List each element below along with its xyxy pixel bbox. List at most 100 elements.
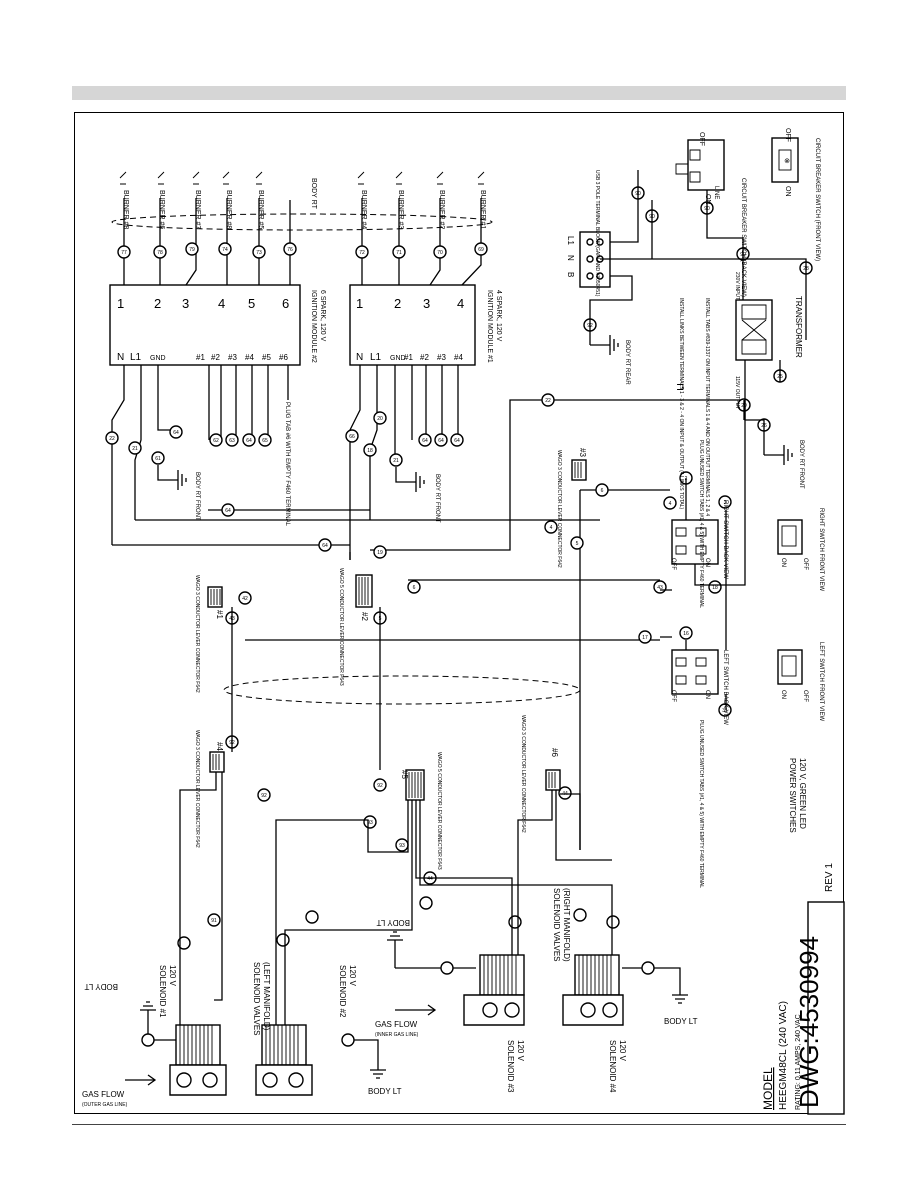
wire-number: 21 — [393, 458, 399, 464]
revision: REV 1 — [824, 863, 835, 892]
plug-unused-note-1: PLUG UNUSED SWITCH TABS (#1, 4 & 5) WITH… — [698, 440, 704, 608]
burner-group-left: BURNER #8 BURNER #6 BURNER #7 BURNER #8 … — [119, 171, 317, 229]
model-heading: MODEL — [761, 1067, 775, 1110]
svg-text:1: 1 — [117, 296, 124, 311]
wire-number: 92 — [261, 793, 267, 799]
wire-number: 3 — [724, 500, 727, 506]
svg-text:LINE: LINE — [713, 186, 719, 199]
right-switch-front: RIGHT SWITCH FRONT VIEW ON OFF — [777, 508, 824, 591]
burner-label: BURNER #2 — [438, 190, 445, 229]
svg-text:4: 4 — [218, 296, 225, 311]
wire-number: 64 — [173, 430, 179, 436]
wire-number: 70 — [437, 250, 443, 256]
svg-text:PLUG UNUSED SWITCH TABS (#1, 4: PLUG UNUSED SWITCH TABS (#1, 4 & 5) WITH… — [698, 720, 704, 888]
burner-label: BURNER #3 — [397, 190, 404, 229]
svg-text:WAGO 3 CONDUCTOR LEVER CONNECT: WAGO 3 CONDUCTOR LEVER CONNECTOR F642 — [520, 715, 526, 833]
burner-label: BURNER #1 — [479, 190, 486, 229]
terminal-block: L1 N B USB 3 POLE TERMINAL BLOCK (GARLAN… — [566, 170, 611, 297]
svg-text:ON: ON — [780, 558, 786, 567]
svg-text:OFF: OFF — [802, 558, 808, 570]
gas-flow-outer: GAS FLOW (OUTER GAS LINE) — [82, 1074, 157, 1108]
svg-text:120 V: 120 V — [516, 1040, 525, 1062]
plug-tab-note: PLUG TAB #6 WITH EMPTY F460 TERMINAL — [284, 402, 290, 527]
wago-connector-5: WAGO 5 CONDUCTOR LEVER CONNECTOR F643 #5 — [400, 752, 442, 870]
transformer: TRANSFORMER 230V INPUT 115V OUTPUT INSTA… — [676, 272, 803, 516]
burner-label: BURNER #8 — [122, 190, 129, 229]
module2-inputs: N L1 GND #1 #2 #3 #4 #5 #6 — [117, 352, 288, 363]
svg-text:120 V: 120 V — [168, 965, 177, 987]
wire-number: 63 — [229, 438, 235, 444]
svg-text:120 V: 120 V — [618, 1040, 627, 1062]
svg-text:N: N — [117, 352, 124, 363]
wire-number: 64 — [246, 438, 252, 444]
svg-text:3: 3 — [182, 296, 189, 311]
svg-text:GAS FLOW: GAS FLOW — [375, 1020, 418, 1029]
svg-text:BODY LT: BODY LT — [84, 982, 118, 991]
svg-text:BODY RT FRONT: BODY RT FRONT — [194, 472, 200, 521]
svg-text:L1: L1 — [130, 352, 142, 363]
svg-text:(INNER GAS LINE): (INNER GAS LINE) — [375, 1032, 419, 1038]
wago-connector-1: WAGO 3 CONDUCTOR LEVER CONNECTOR F642 #1 — [194, 575, 224, 693]
solenoid-3 — [463, 954, 525, 1026]
wire-number: 79 — [189, 247, 195, 253]
wire-number: 93 — [367, 820, 373, 826]
svg-text:BODY LT: BODY LT — [376, 918, 410, 927]
svg-text:SOLENOID #3: SOLENOID #3 — [506, 1040, 515, 1093]
wire-number: 17 — [642, 635, 648, 641]
svg-text:OFF: OFF — [670, 558, 676, 570]
ground-body-lt-2: BODY LT — [341, 1033, 402, 1096]
circuit-breaker-front: ⊗ OFF ON CIRCUIT BREAKER SWITCH (FRONT V… — [771, 128, 820, 261]
module1-title: IGNITION MODULE #1 4 SPARK, 120 V — [486, 290, 502, 363]
wire-number: 69 — [478, 247, 484, 253]
title-block: DWG:4530994 MODEL HEEGM48CL (240 VAC) RA… — [761, 863, 845, 1115]
wire-number: 65 — [262, 438, 268, 444]
module2-outputs: 1 2 3 4 5 6 — [117, 296, 289, 311]
model-rating: RATING: 0.11 AMPS, 240 VAC — [795, 1014, 802, 1110]
svg-text:PLUG UNUSED SWITCH TABS (#1, 4: PLUG UNUSED SWITCH TABS (#1, 4 & 5) WITH… — [698, 440, 704, 608]
header-band — [72, 86, 846, 100]
svg-text:5: 5 — [248, 296, 255, 311]
svg-text:WAGO 5 CONDUCTOR LEVER CONNECT: WAGO 5 CONDUCTOR LEVER CONNECTOR F643 — [436, 752, 442, 870]
wago-connector-2: WAGO 5 CONDUCTOR LEVER CONNECTOR F643 #2 — [338, 568, 373, 686]
svg-text:WAGO 3 CONDUCTOR LEVER CONNECT: WAGO 3 CONDUCTOR LEVER CONNECTOR F642 — [556, 450, 562, 568]
ground-body-lt-4: BODY LT — [622, 961, 698, 1026]
svg-text:IGNITION MODULE #2: IGNITION MODULE #2 — [310, 290, 317, 363]
svg-text:⊗: ⊗ — [784, 158, 790, 165]
solenoid-2 — [255, 1024, 313, 1096]
wire-number: 78 — [157, 250, 163, 256]
svg-text:6 SPARK, 120 V: 6 SPARK, 120 V — [319, 290, 326, 342]
body-rt-label: BODY RT — [310, 178, 317, 210]
solenoid-4 — [562, 954, 624, 1026]
svg-text:CIRCUIT BREAKER SWITCH (FRONT: CIRCUIT BREAKER SWITCH (FRONT VIEW) — [814, 138, 820, 261]
svg-text:ON: ON — [704, 194, 711, 205]
burner-label: BURNER #7 — [194, 190, 201, 229]
wire-number: 19 — [377, 550, 383, 556]
wire-number: 71 — [396, 250, 402, 256]
svg-text:#5: #5 — [400, 770, 409, 779]
svg-text:(OUTER GAS LINE): (OUTER GAS LINE) — [82, 1102, 128, 1108]
svg-text:RIGHT SWITCH BACK VIEW: RIGHT SWITCH BACK VIEW — [722, 500, 728, 579]
module1-inputs: N L1 GND #1 #2 #3 #4 — [356, 352, 463, 363]
svg-text:#4: #4 — [245, 353, 254, 362]
left-switch-front: LEFT SWITCH FRONT VIEW ON OFF — [777, 642, 824, 721]
svg-text:2: 2 — [154, 296, 161, 311]
wire-number: 4 — [550, 525, 553, 531]
burner-group-right: BURNER #4 BURNER #3 BURNER #2 BURNER #1 — [357, 171, 486, 229]
wire-number: 21 — [132, 446, 138, 452]
svg-text:BODY LT: BODY LT — [368, 1087, 402, 1096]
svg-text:(LEFT MANIFOLD): (LEFT MANIFOLD) — [262, 962, 271, 1031]
wire-number: 64 — [454, 438, 460, 444]
module2-title: IGNITION MODULE #2 6 SPARK, 120 V — [310, 290, 326, 363]
svg-text:(RIGHT MANIFOLD): (RIGHT MANIFOLD) — [562, 888, 571, 962]
svg-text:#1: #1 — [215, 610, 224, 619]
svg-text:ON: ON — [784, 186, 791, 197]
svg-text:2: 2 — [394, 296, 401, 311]
svg-text:BODY LT: BODY LT — [664, 1017, 698, 1026]
svg-text:SOLENOID #2: SOLENOID #2 — [338, 965, 347, 1018]
burner-label: BURNER #5 — [257, 190, 264, 229]
svg-text:POWER SWITCHES: POWER SWITCHES — [788, 758, 797, 833]
